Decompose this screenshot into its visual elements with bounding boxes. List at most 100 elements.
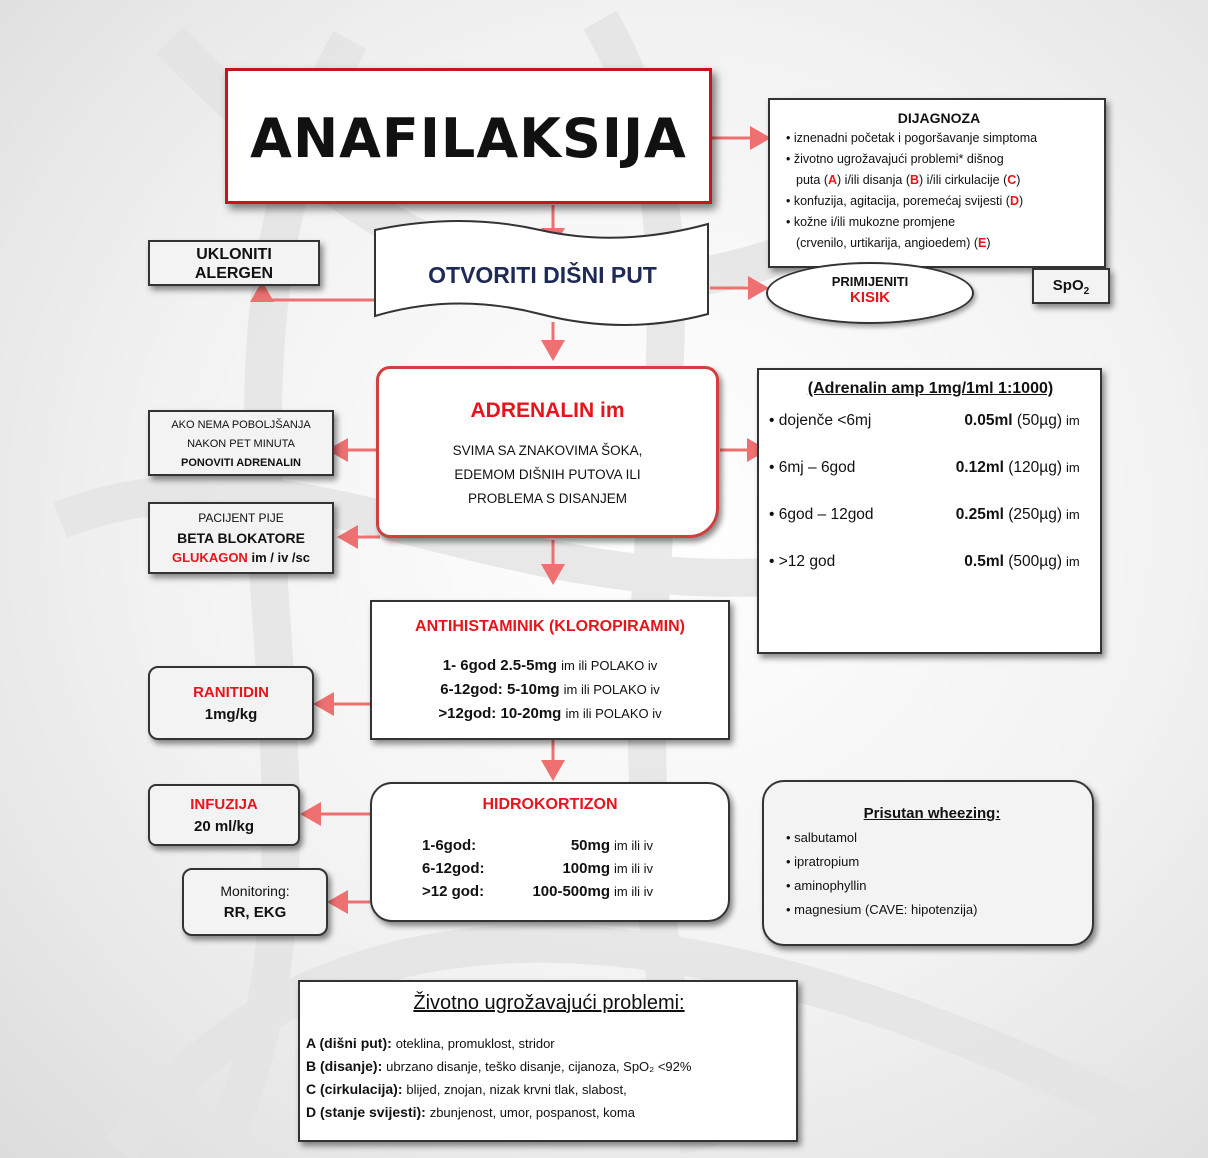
dose-age: • >12 god: [769, 553, 836, 570]
oxygen-ellipse: PRIMIJENITI KISIK: [766, 262, 974, 324]
dose-route: im: [1066, 507, 1080, 522]
page-title: ANAFILAKSIJA: [250, 107, 687, 170]
antihistamine-heading: ANTIHISTAMINIK (KLOROPIRAMIN): [415, 618, 685, 635]
dose-age: • 6god – 12god: [769, 506, 874, 523]
diagnosis-heading: DIJAGNOZA: [897, 110, 981, 126]
dose-mcg: (250µg): [1008, 506, 1062, 523]
dose-table-heading: (Adrenalin amp 1mg/1ml 1:1000): [807, 380, 1054, 397]
dose-amount: 0.12ml (120µg): [919, 459, 1066, 477]
diagnosis-item: (crvenilo, urtikarija, angioedem) (E): [796, 236, 991, 250]
dose-ml: 0.25ml: [955, 506, 1009, 523]
dose-route: im: [1066, 554, 1080, 569]
antihistamine-route: im ili POLAKO iv: [561, 658, 658, 673]
antihistamine-dose: 10-20mg: [500, 705, 566, 722]
adrenaline-box: ADRENALIN im SVIMA SA ZNAKOVIMA ŠOKA, ED…: [376, 366, 719, 538]
diagnosis-item: • kožne i/ili mukozne promjene: [786, 215, 956, 229]
antihistamine-dose: 2.5-5mg: [500, 657, 562, 674]
repeat-line: NAKON PET MINUTA: [187, 438, 295, 450]
airway-banner: [374, 220, 709, 326]
monitoring-box: Monitoring: RR, EKG: [182, 868, 328, 936]
dose-mcg: (500µg): [1008, 553, 1062, 570]
dose-row: • 6mj – 6god 0.12ml (120µg)im: [769, 459, 1092, 506]
ranitidin-box: RANITIDIN 1mg/kg: [148, 666, 314, 740]
repeat-adrenaline-box: AKO NEMA POBOLJŠANJA NAKON PET MINUTA PO…: [148, 410, 334, 476]
antihistamine-age: 6-12god:: [440, 681, 507, 698]
problem-text: oteklina, promuklost, stridor: [395, 1036, 555, 1051]
wheezing-list: salbutamolipratropiumaminophyllinmagnesi…: [786, 826, 1078, 922]
title-box: ANAFILAKSIJA: [225, 68, 712, 204]
problem-key: C (cirkulacija):: [306, 1081, 407, 1097]
antihistamine-age: >12god:: [438, 705, 501, 722]
oxygen-line2: KISIK: [849, 289, 890, 306]
problem-text: blijed, znojan, nizak krvni tlak, slabos…: [406, 1082, 627, 1097]
dose-route: im: [1066, 413, 1080, 428]
glukagon-line: GLUKAGON im / iv /sc: [171, 550, 310, 565]
monitoring-label: Monitoring:: [220, 883, 290, 899]
infuzija-name: INFUZIJA: [190, 796, 258, 813]
dose-age: • dojenče <6mj: [769, 412, 872, 429]
spo2-box: SpO2: [1032, 268, 1110, 304]
spo2-subscript: 2: [1083, 286, 1090, 297]
hydrocortisone-route: im ili iv: [614, 838, 653, 853]
hydrocortisone-heading: HIDROKORTIZON: [482, 796, 618, 813]
problem-text: ubrzano disanje, teško disanje, cijanoza…: [386, 1059, 692, 1074]
antihistamine-route: im ili POLAKO iv: [563, 682, 660, 697]
dose-mcg: (120µg): [1008, 459, 1062, 476]
remove-allergen-line: ALERGEN: [194, 265, 274, 282]
dose-mcg: (50µg): [1016, 412, 1062, 429]
wheezing-box: Prisutan wheezing: salbutamolipratropium…: [762, 780, 1094, 946]
airway-label: OTVORITI DIŠNI PUT: [428, 262, 657, 288]
dose-amount: 0.5ml (500µg): [919, 553, 1066, 571]
diagnosis-item: • životno ugrožavajući problemi* dišnog: [786, 152, 1004, 166]
problem-text: zbunjenost, umor, pospanost, koma: [429, 1105, 635, 1120]
antihistamine-age: 1- 6god: [442, 657, 501, 674]
infuzija-dose: 20 ml/kg: [193, 818, 255, 835]
diagnosis-item: • iznenadni početak i pogoršavanje simpt…: [786, 131, 1038, 145]
hydrocortisone-route: im ili iv: [614, 884, 653, 899]
ranitidin-dose: 1mg/kg: [204, 706, 258, 723]
infuzija-box: INFUZIJA 20 ml/kg: [148, 784, 300, 846]
diagnosis-box: DIJAGNOZA • iznenadni početak i pogoršav…: [768, 98, 1106, 268]
hydrocortisone-age: >12 god:: [422, 883, 485, 900]
dose-row: • 6god – 12god 0.25ml (250µg) im: [769, 506, 1092, 553]
dose-age: • 6mj – 6god: [769, 459, 856, 476]
repeat-line: AKO NEMA POBOLJŠANJA: [171, 419, 311, 431]
dose-ml: 0.05ml: [964, 412, 1017, 429]
problem-key: D (stanje svijesti):: [306, 1104, 430, 1120]
adrenaline-heading: ADRENALIN im: [470, 399, 625, 422]
wheezing-heading: Prisutan wheezing:: [863, 805, 1001, 822]
ranitidin-name: RANITIDIN: [193, 684, 269, 701]
dose-table-box: (Adrenalin amp 1mg/1ml 1:1000) • dojenče…: [757, 368, 1102, 654]
hydrocortisone-dose: 100-500mg: [532, 883, 610, 900]
hydrocortisone-route: im ili iv: [614, 861, 653, 876]
beta-line: BETA BLOKATORE: [177, 530, 305, 546]
wheezing-item: magnesium (CAVE: hipotenzija): [786, 898, 1078, 922]
problem-row: C (cirkulacija): blijed, znojan, nizak k…: [306, 1078, 792, 1101]
oxygen-line1: PRIMIJENITI: [831, 274, 909, 289]
antihistamine-row: 6-12god: 5-10mg im ili POLAKO iv: [372, 678, 728, 702]
problem-row: B (disanje): ubrzano disanje, teško disa…: [306, 1055, 792, 1078]
diagnosis-item: • konfuzija, agitacija, poremećaj svijes…: [786, 194, 1024, 208]
dose-route: im: [1066, 460, 1080, 475]
beta-blockers-box: PACIJENT PIJE BETA BLOKATORE GLUKAGON im…: [148, 502, 334, 574]
antihistamine-route: im ili POLAKO iv: [565, 706, 662, 721]
dose-amount: 0.05ml (50µg): [919, 412, 1066, 430]
repeat-line: PONOVITI ADRENALIN: [181, 457, 301, 469]
hydrocortisone-age: 1-6god:: [422, 837, 477, 854]
problem-row: D (stanje svijesti): zbunjenost, umor, p…: [306, 1101, 792, 1124]
monitoring-value: RR, EKG: [223, 904, 287, 921]
diagnosis-item: puta (A) i/ili disanja (B) i/ili cirkula…: [796, 173, 1021, 187]
antihistamine-dose: 5-10mg: [506, 681, 564, 698]
problem-key: B (disanje):: [306, 1058, 387, 1074]
remove-allergen-line: UKLONITI: [196, 246, 272, 263]
wheezing-item: aminophyllin: [786, 874, 1078, 898]
antihistamine-row: 1- 6god 2.5-5mg im ili POLAKO iv: [372, 654, 728, 678]
remove-allergen-box: UKLONITI ALERGEN: [148, 240, 320, 286]
beta-line: PACIJENT PIJE: [198, 511, 284, 525]
